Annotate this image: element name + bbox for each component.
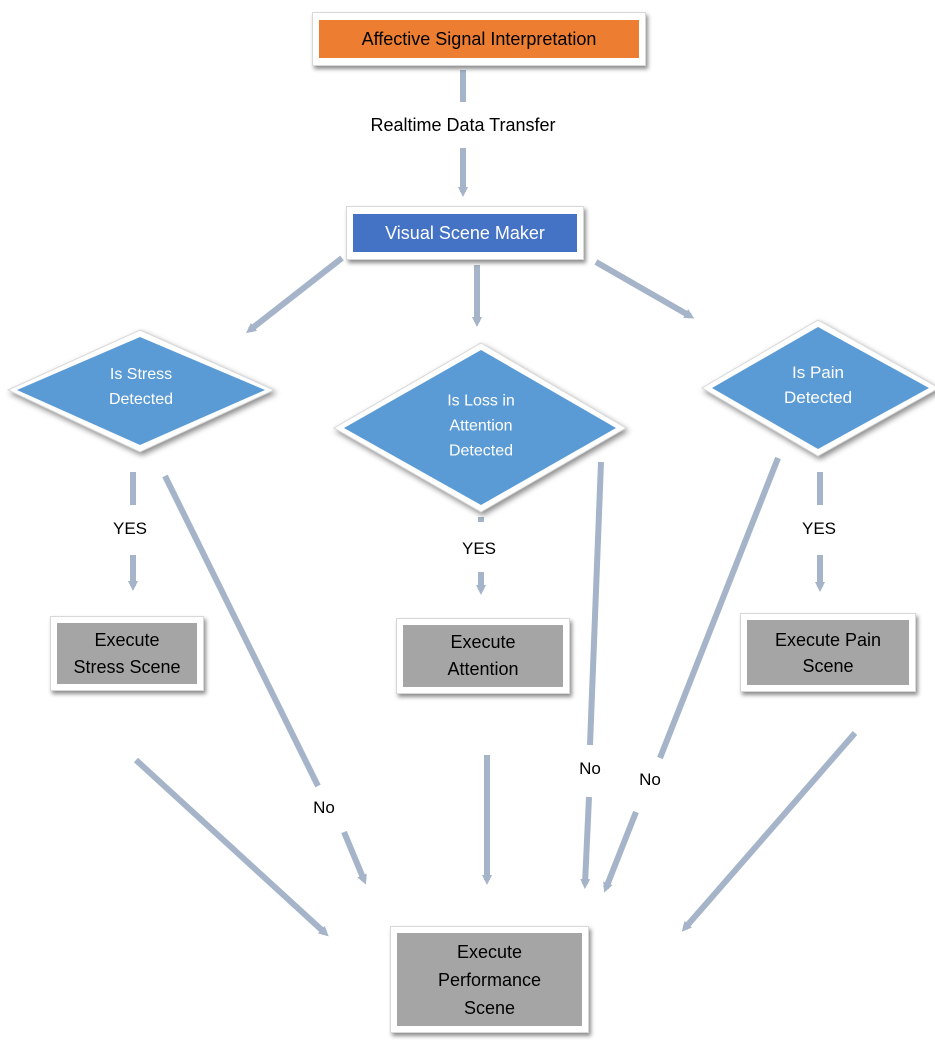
arrow-scene-maker-to-pain (594, 259, 695, 319)
scene-maker-node: Visual Scene Maker (346, 206, 584, 260)
arrow-pain-no-top (657, 456, 781, 760)
scene-maker-node-fill: Visual Scene Maker (353, 214, 577, 252)
pain-scene-node-label: Execute Pain Scene (774, 629, 882, 676)
pain-scene-node-fill: Execute Pain Scene (747, 620, 909, 685)
arrow-scene-maker-to-stress (246, 255, 344, 334)
attention-decision-label: Is Loss in Attention Detected (447, 392, 515, 460)
pain-yes-label: YES (801, 519, 837, 538)
pain-decision-label: Is Pain Detected (783, 363, 853, 407)
scene-maker-node-label: Visual Scene Maker (385, 222, 545, 243)
stress-scene-node-fill: Execute Stress Scene (57, 623, 197, 684)
arrow-stress-no-top (162, 474, 321, 788)
stress-scene-node-label: Execute Stress Scene (73, 629, 181, 677)
attention-scene-node-fill: Execute Attention (403, 625, 563, 687)
attention-scene-node: Execute Attention (396, 618, 570, 694)
stress-no-label: No (313, 798, 335, 817)
pain-scene-node: Execute Pain Scene (740, 613, 916, 692)
stress-decision-label: Is Stress Detected (108, 366, 174, 408)
performance-scene-node-label: Execute Performance Scene (437, 941, 542, 1018)
signal-node-fill: Affective Signal Interpretation (319, 20, 639, 58)
performance-scene-node: Execute Performance Scene (390, 926, 589, 1033)
pain-no-label: No (639, 770, 661, 789)
attention-yes-label: YES (461, 539, 497, 558)
arrow-pain-no-bottom (603, 810, 639, 893)
signal-node: Affective Signal Interpretation (312, 12, 646, 66)
performance-scene-node-fill: Execute Performance Scene (397, 933, 582, 1026)
arrow-pain-scene-to-performance (681, 731, 858, 932)
stress-decision-diamond (6, 329, 276, 453)
signal-node-label: Affective Signal Interpretation (361, 28, 597, 49)
realtime-transfer-label: Realtime Data Transfer (370, 115, 556, 135)
arrow-stress-no-bottom (341, 830, 367, 885)
stress-scene-node: Execute Stress Scene (50, 616, 204, 691)
attention-no-label: No (579, 759, 601, 778)
arrow-attention-no-bottom (580, 796, 592, 889)
arrow-attention-no-top (587, 461, 604, 746)
arrow-stress-scene-to-performance (133, 757, 329, 937)
pain-decision-diamond (701, 319, 935, 457)
attention-scene-node-label: Execute Attention (447, 632, 519, 679)
attention-decision-diamond (332, 342, 627, 513)
stress-yes-label: YES (112, 519, 148, 538)
